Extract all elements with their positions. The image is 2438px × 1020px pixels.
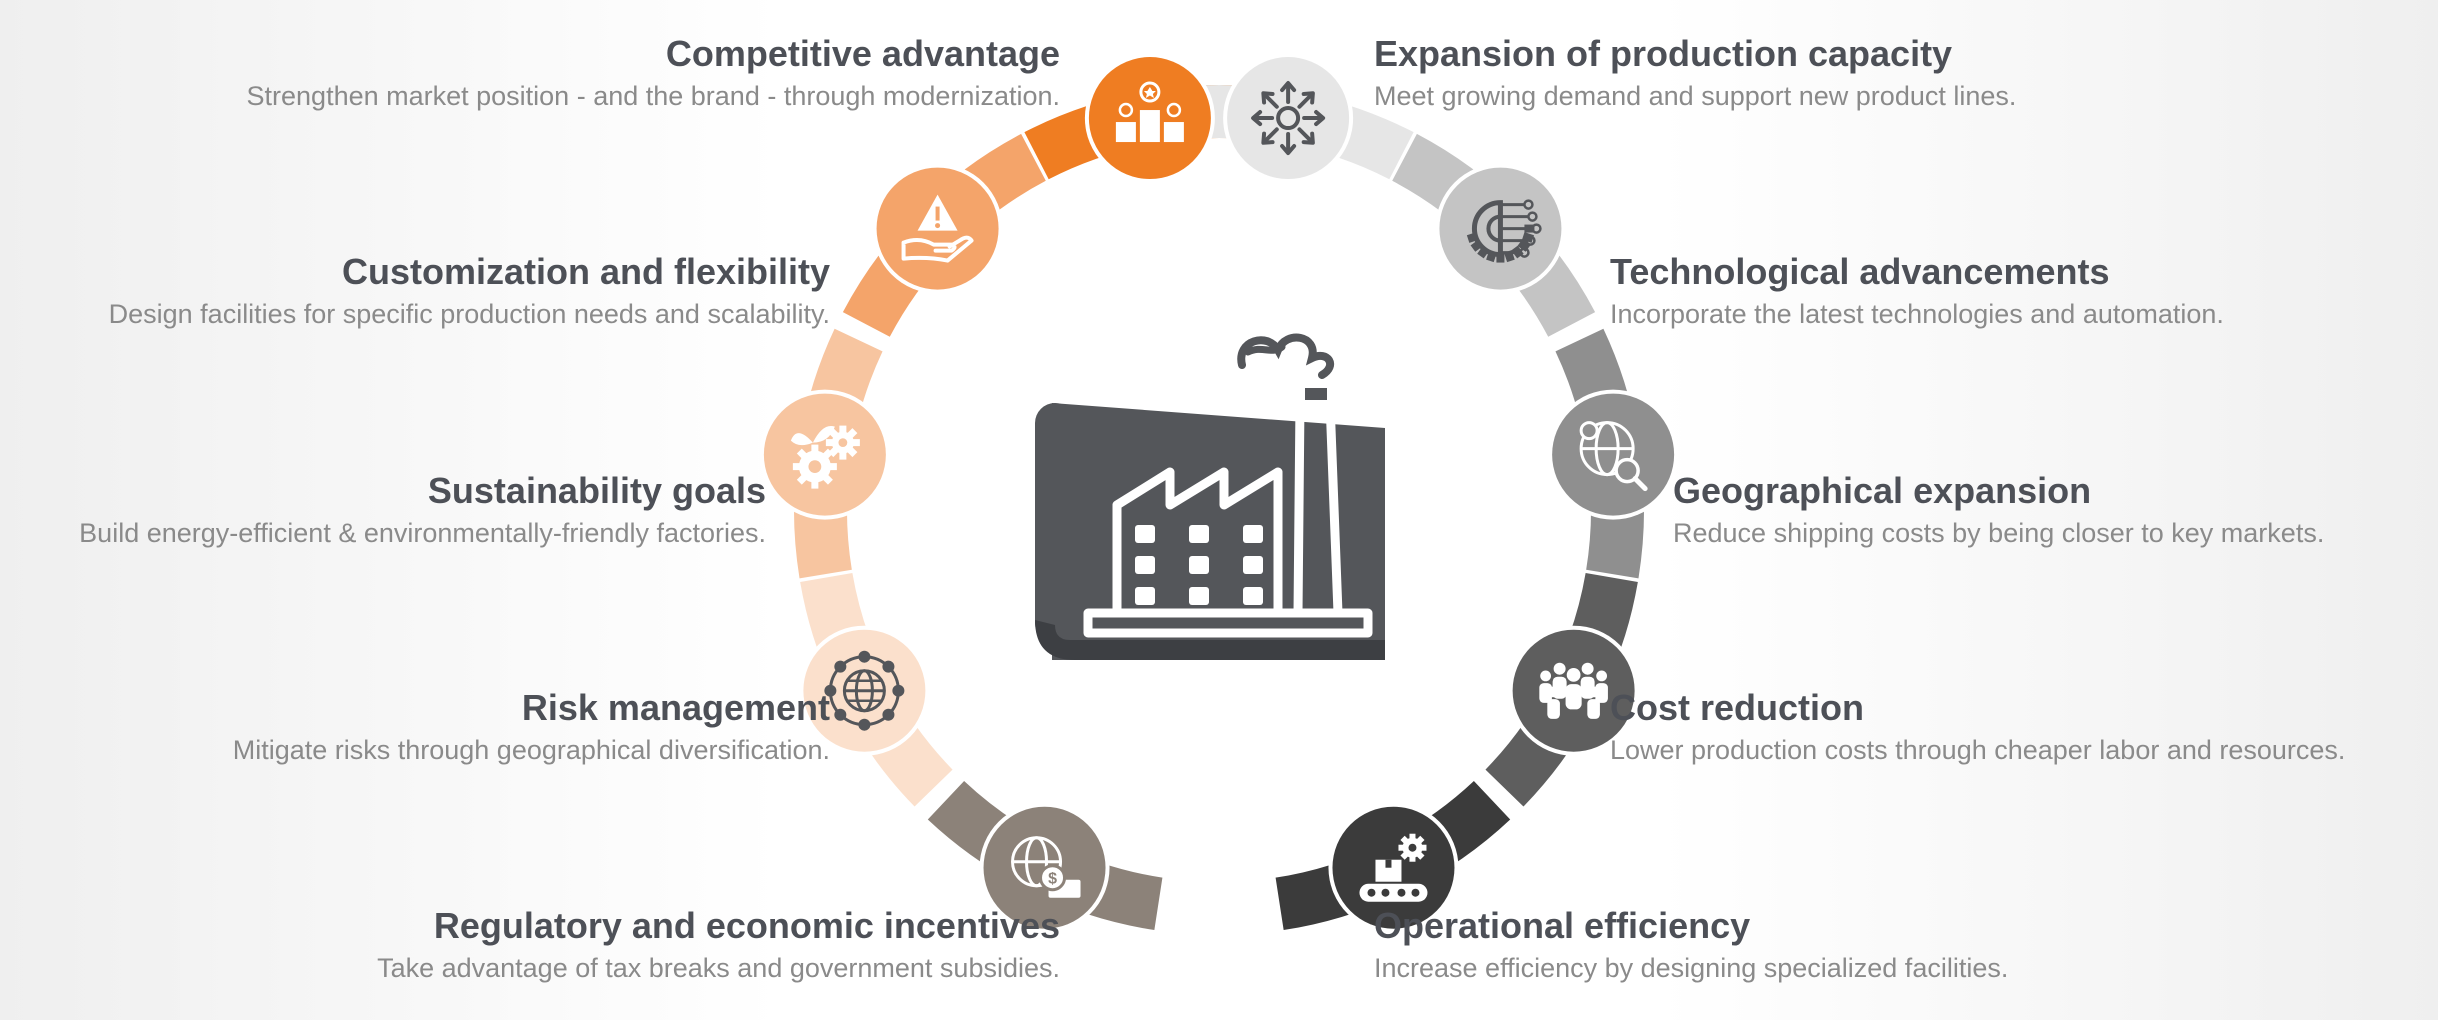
item-description: Strengthen market position - and the bra…: [246, 81, 1060, 111]
item-title: Geographical expansion: [1673, 470, 2092, 511]
item-description: Lower production costs through cheaper l…: [1610, 735, 2346, 765]
item-title: Regulatory and economic incentives: [433, 905, 1060, 946]
globe-money-icon: $: [979, 802, 1110, 933]
eco-gears-icon: [759, 389, 890, 520]
item-description: Mitigate risks through geographical dive…: [232, 735, 830, 765]
item-description: Incorporate the latest technologies and …: [1610, 299, 2224, 329]
item-title: Operational efficiency: [1374, 905, 1751, 946]
item-title: Cost reduction: [1610, 687, 1865, 728]
conveyor-gear-icon: [1328, 802, 1459, 933]
item-title: Customization and flexibility: [341, 251, 830, 292]
item-description: Increase efficiency by designing special…: [1374, 953, 2009, 983]
workforce-icon: [1508, 625, 1639, 756]
item-description: Build energy-efficient & environmentally…: [79, 518, 766, 548]
item-description: Design facilities for specific productio…: [108, 299, 830, 329]
item-description: Take advantage of tax breaks and governm…: [377, 953, 1060, 983]
segment-icons: $: [759, 53, 1679, 933]
item-title: Competitive advantage: [665, 33, 1060, 74]
globe-network-icon: [799, 625, 930, 756]
hand-alert-icon: [872, 163, 1003, 294]
item-title: Risk management: [521, 687, 830, 728]
gear-circuit-icon: [1435, 163, 1566, 294]
item-title: Technological advancements: [1610, 251, 2110, 292]
item-title: Sustainability goals: [427, 470, 766, 511]
item-title: Expansion of production capacity: [1374, 33, 1953, 74]
factory-blueprint-icon: [1035, 333, 1385, 660]
item-description: Reduce shipping costs by being closer to…: [1673, 518, 2325, 548]
globe-search-icon: [1548, 389, 1679, 520]
svg-text:$: $: [1048, 871, 1057, 888]
item-description: Meet growing demand and support new prod…: [1374, 81, 2017, 111]
expand-arrows-icon: [1223, 53, 1354, 184]
podium-icon: [1084, 53, 1215, 184]
